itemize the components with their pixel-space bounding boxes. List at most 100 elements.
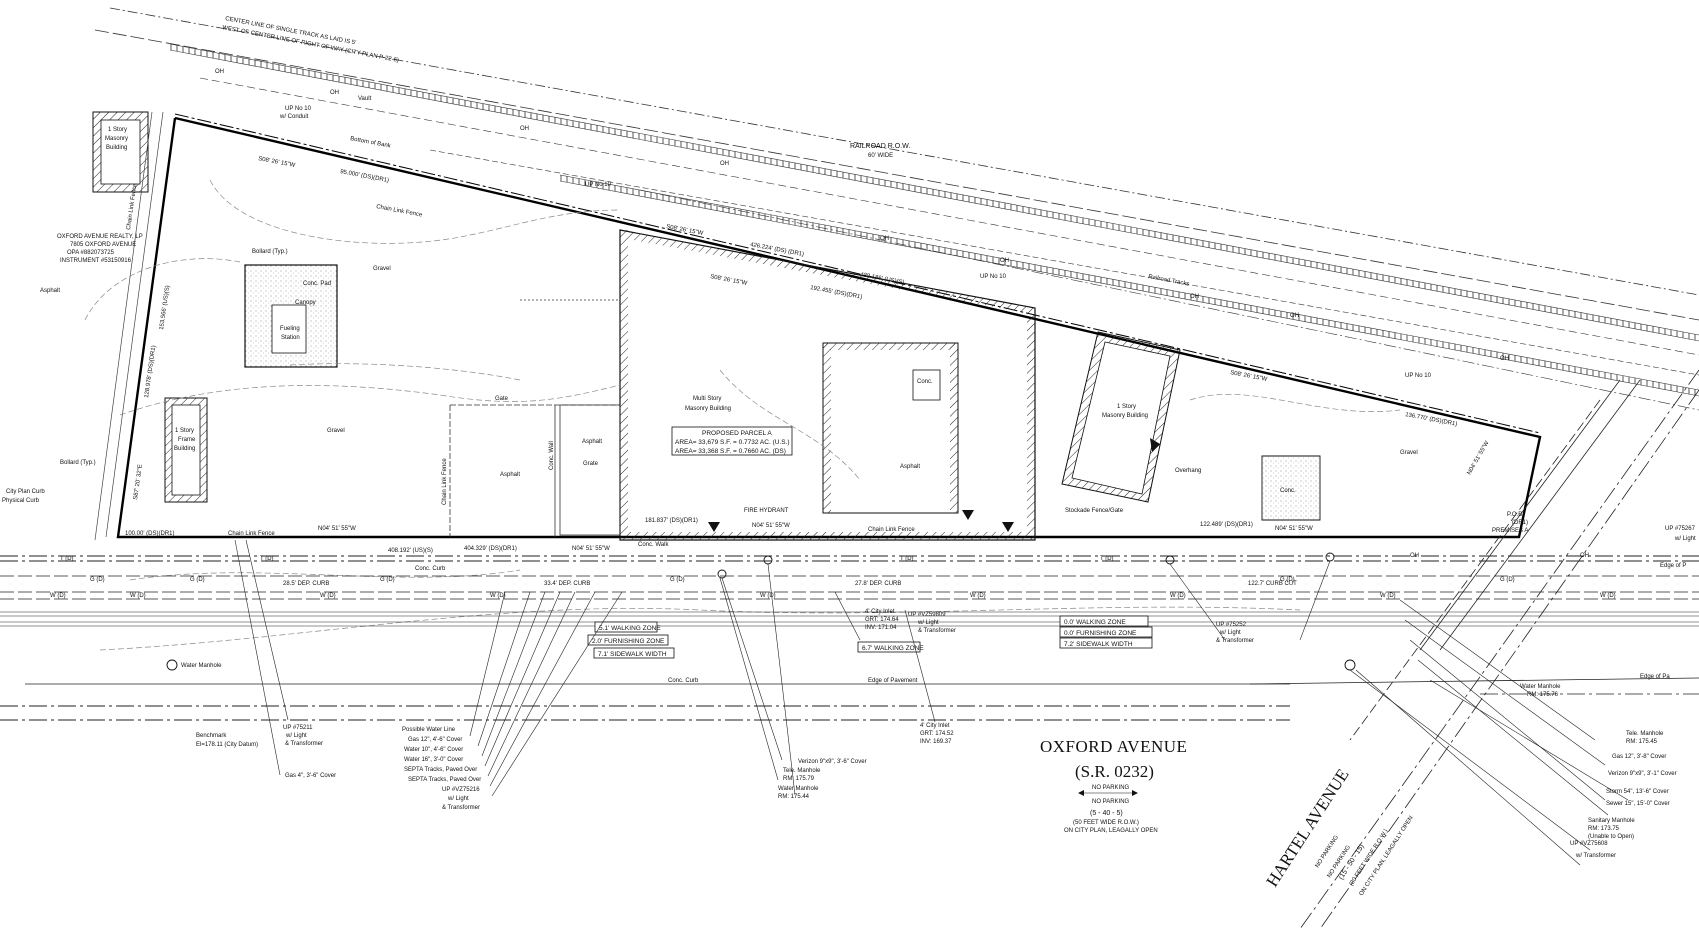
- water-manhole-label-2: Water Manhole: [1520, 684, 1561, 690]
- sanitary-manhole-label: Sanitary Manhole: [1588, 818, 1635, 824]
- interior-fences: [449, 299, 621, 537]
- benchmark-elev: El=178.11 (City Datum): [196, 742, 258, 748]
- chain-link-label-4: Chain Link Fence: [228, 531, 275, 537]
- up-vz59809-label: UP #VZ59809: [908, 612, 946, 618]
- sidewalk-width-72: 7.2' SIDEWALK WIDTH: [1064, 641, 1133, 648]
- zone-boxes: [587, 615, 1153, 659]
- railroad-tracks-label: Railroad Tracks: [1148, 274, 1190, 288]
- fueling-canopy: [244, 264, 338, 368]
- tele-manhole-label: Tele. Manhole: [783, 768, 821, 774]
- overhead-line-labels: OH OH OH OH OH OH OH OH OH: [215, 69, 1509, 362]
- oxford-no-parking-2: NO PARKING: [1092, 799, 1130, 805]
- sanitary-manhole-note: (Unable to Open): [1588, 834, 1634, 840]
- south-distance-4: 181.837' (DS)(DR1): [645, 518, 698, 524]
- frame-building-label-3: Building: [174, 446, 195, 452]
- benchmark-label: Benchmark: [196, 733, 227, 739]
- asphalt-label-1: Asphalt: [40, 288, 60, 294]
- south-bearing-4: N04' 51' 55"W: [1275, 526, 1313, 532]
- gravel-label-1: Gravel: [373, 266, 391, 272]
- overhang-label: Overhang: [1175, 468, 1201, 474]
- distance-d1: 95.000' (DS)(DR1): [340, 169, 390, 184]
- courtyard-conc-label: Conc.: [917, 379, 933, 385]
- up-75252-label: UP #75252: [1216, 622, 1247, 628]
- west-distance-1: 153.566' (US)(S): [159, 285, 171, 330]
- up-75252-light: w/ Light: [1219, 630, 1241, 636]
- distance-d5: 136.770' (DS)(DR1): [1405, 412, 1458, 428]
- hartel-avenue-title: HARTEL AVENUE NO PARKING NO PARKING (15 …: [1262, 765, 1414, 897]
- up-vz59809-light: w/ Light: [917, 620, 939, 626]
- east-conc-label: Conc.: [1280, 488, 1296, 494]
- city-inlet-1-grt: GRT: 174.64: [865, 617, 899, 623]
- svg-text:OH: OH: [1410, 553, 1419, 559]
- hartel-name: HARTEL AVENUE: [1262, 765, 1352, 890]
- gravel-label-2: Gravel: [327, 428, 345, 434]
- leader-lines: [234, 539, 1629, 866]
- svg-text:OH: OH: [1190, 294, 1199, 300]
- water-manhole-3-rm: RM: 175.44: [778, 794, 810, 800]
- oxford-avenue-title: OXFORD AVENUE (S.R. 0232) NO PARKING NO …: [1040, 737, 1187, 834]
- south-bearing-1: N04' 51' 55"W: [318, 526, 356, 532]
- property-boundary: [116, 113, 1542, 539]
- walking-zone-00: 0.0' WALKING ZONE: [1064, 619, 1126, 626]
- svg-text:W (D): W (D): [50, 593, 66, 599]
- svg-text:W (D): W (D): [760, 593, 776, 599]
- svg-text:OH: OH: [1290, 313, 1299, 319]
- storm-label: Storm 54", 13'-6" Cover: [1606, 789, 1669, 795]
- svg-text:OH: OH: [215, 69, 224, 75]
- svg-text:T (D): T (D): [60, 556, 74, 562]
- svg-text:W (D): W (D): [320, 593, 336, 599]
- sanitary-manhole-rm: RM: 173.75: [1588, 826, 1620, 832]
- west-offsite-lines: [94, 111, 164, 541]
- gas-12b-label: Gas 12", 3'-8" Cover: [1612, 754, 1666, 760]
- bollard-label: Bollard (Typ.): [252, 249, 288, 255]
- up-10-label-c: UP No 10: [980, 274, 1007, 280]
- up-vz75608-transformer: w/ Transformer: [1575, 853, 1616, 859]
- parcel-area-us: AREA= 33,679 S.F. = 0.7732 AC. (U.S.): [675, 439, 790, 446]
- water-manhole-rm: RM: 175.76: [1527, 692, 1559, 698]
- svg-text:W (D): W (D): [1380, 593, 1396, 599]
- bearing-b3: S08' 26' 15"W: [710, 274, 748, 287]
- railroad-ties: [170, 44, 1699, 396]
- frame-building-label-1: 1 Story: [175, 428, 194, 434]
- svg-text:T (D): T (D): [900, 556, 914, 562]
- walking-zone-67: 6.7' WALKING ZONE: [862, 645, 924, 652]
- oxford-lanes: (5 - 40 - 5): [1090, 810, 1123, 817]
- conc-wall-label: Conc. Wall: [549, 441, 555, 470]
- curb-label-2: 33.4' DEP. CURB: [544, 581, 590, 587]
- svg-text:G (D): G (D): [190, 577, 205, 583]
- asphalt-label-2: Asphalt: [500, 472, 520, 478]
- up-75267-light: w/ Light: [1674, 536, 1696, 542]
- up-75252-transformer: & Transformer: [1216, 638, 1254, 644]
- contour-lines: [84, 179, 1401, 651]
- nw-building-label-1: 1 Story: [108, 127, 127, 133]
- septa-1-label: SEPTA Tracks, Paved Over: [404, 767, 477, 773]
- south-distance-3: 408.192' (US)(S): [388, 548, 433, 554]
- walking-zone-51: 5.1' WALKING ZONE: [599, 625, 661, 632]
- fire-hydrant-label: FIRE HYDRANT: [744, 508, 789, 514]
- nw-building-label-2: Masonry: [105, 136, 128, 142]
- nw-building-label-3: Building: [106, 145, 127, 151]
- verizon-1-label: Verizon 9"x9", 3'-6" Cover: [798, 759, 867, 765]
- oxford-name: OXFORD AVENUE: [1040, 737, 1187, 756]
- water-manhole-3-label: Water Manhole: [778, 786, 819, 792]
- oxford-sr: (S.R. 0232): [1075, 762, 1154, 781]
- canopy-pad-label: Conc. Pad: [303, 281, 331, 287]
- up-10-label-d: UP No 10: [1405, 373, 1432, 379]
- owner-line-1: OXFORD AVENUE REALTY, LP: [57, 234, 143, 240]
- svg-text:W (D): W (D): [130, 593, 146, 599]
- up-75211-light: w/ Light: [285, 733, 307, 739]
- edge-label-3: Edge of P: [1660, 563, 1686, 569]
- vault-label: Vault: [358, 96, 372, 102]
- south-bearing-3: N04' 51' 55"W: [752, 523, 790, 529]
- parcel-title: PROPOSED PARCEL A: [702, 430, 772, 437]
- multi-story-label-1: Multi Story: [693, 396, 721, 402]
- conc-curb-label-1: Conc. Curb: [415, 566, 446, 572]
- svg-text:OH: OH: [330, 90, 339, 96]
- east-building-label-2: Masonry Building: [1102, 413, 1148, 419]
- verizon-2-label: Verizon 9"x9", 3'-1" Cover: [1608, 771, 1677, 777]
- canopy-label: Canopy: [295, 300, 316, 306]
- svg-text:OH: OH: [1500, 356, 1509, 362]
- edge-of-pavement-label-2: Edge of Pa: [1640, 674, 1670, 680]
- east-building-label-1: 1 Story: [1117, 404, 1136, 410]
